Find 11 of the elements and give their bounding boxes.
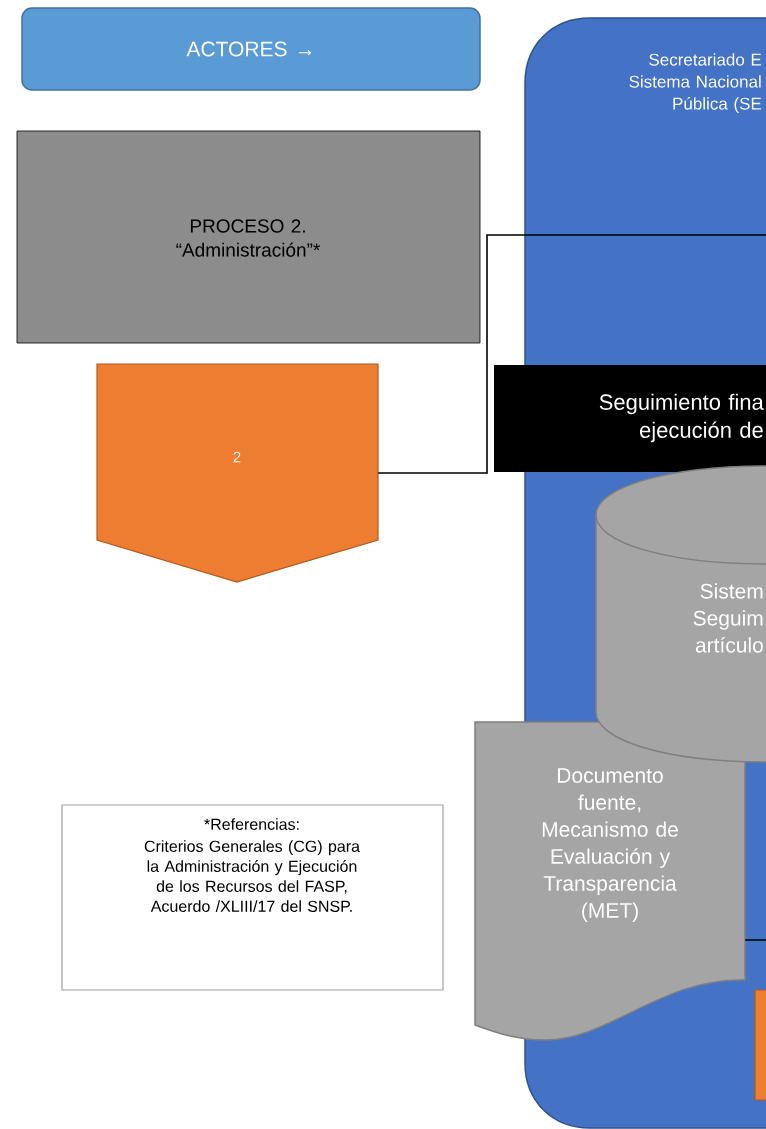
- step-box: [754, 989, 766, 1101]
- database-cylinder: Sistem Seguim artículo: [595, 465, 766, 763]
- node-label: Documento fuente, Mecanismo de Evaluación y Transparencia (MET): [542, 768, 678, 922]
- title-bar: Seguimiento fina ejecución de: [494, 365, 766, 472]
- connector-line: [744, 939, 766, 941]
- process-box: PROCESO 2. “Administración”*: [16, 130, 481, 344]
- connector-line: [377, 234, 766, 474]
- node-label: Sistem Seguim artículo: [693, 583, 763, 653]
- note-box: *Referencias: Criterios Generales (CG) para la Administración y Ejecución de los Recursos del FASP, Acuerdo /XLIII/17 del SNSP.: [61, 804, 444, 991]
- actors-header: ACTORES →: [21, 7, 481, 91]
- step-pentagon: 2: [96, 363, 379, 583]
